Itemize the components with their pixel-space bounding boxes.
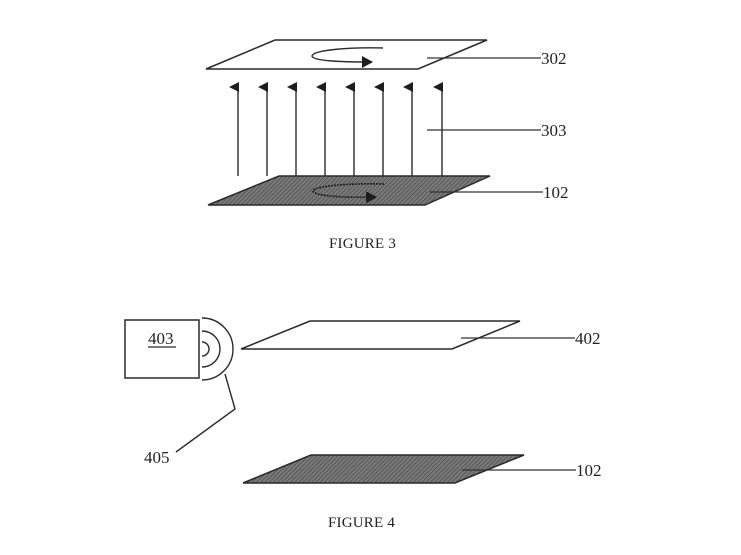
device-box-403: 403 <box>124 319 200 379</box>
label-403: 403 <box>148 329 174 348</box>
figure-3-caption: FIGURE 3 <box>329 236 396 252</box>
label-302: 302 <box>541 49 567 68</box>
rotation-arrow-icon <box>311 47 384 68</box>
label-405: 405 <box>144 448 170 467</box>
figure-4: 403 405 402 102 FIGURE 4 <box>124 317 602 531</box>
upper-plate-402 <box>240 320 521 350</box>
field-lines-303 <box>229 82 443 176</box>
leader-line-405 <box>175 373 236 453</box>
rotation-arrow-icon <box>312 183 385 204</box>
upper-plate-302 <box>205 39 488 70</box>
lower-plate-102 <box>207 175 491 206</box>
label-402: 402 <box>575 329 601 348</box>
label-303: 303 <box>541 121 567 140</box>
lower-plate-102 <box>242 454 525 484</box>
figure-3: 302 303 102 FIGURE 3 <box>205 39 569 252</box>
label-102: 102 <box>543 183 569 202</box>
label-102: 102 <box>576 461 602 480</box>
figure-4-caption: FIGURE 4 <box>328 515 395 531</box>
emitter-waves-icon <box>201 317 234 381</box>
